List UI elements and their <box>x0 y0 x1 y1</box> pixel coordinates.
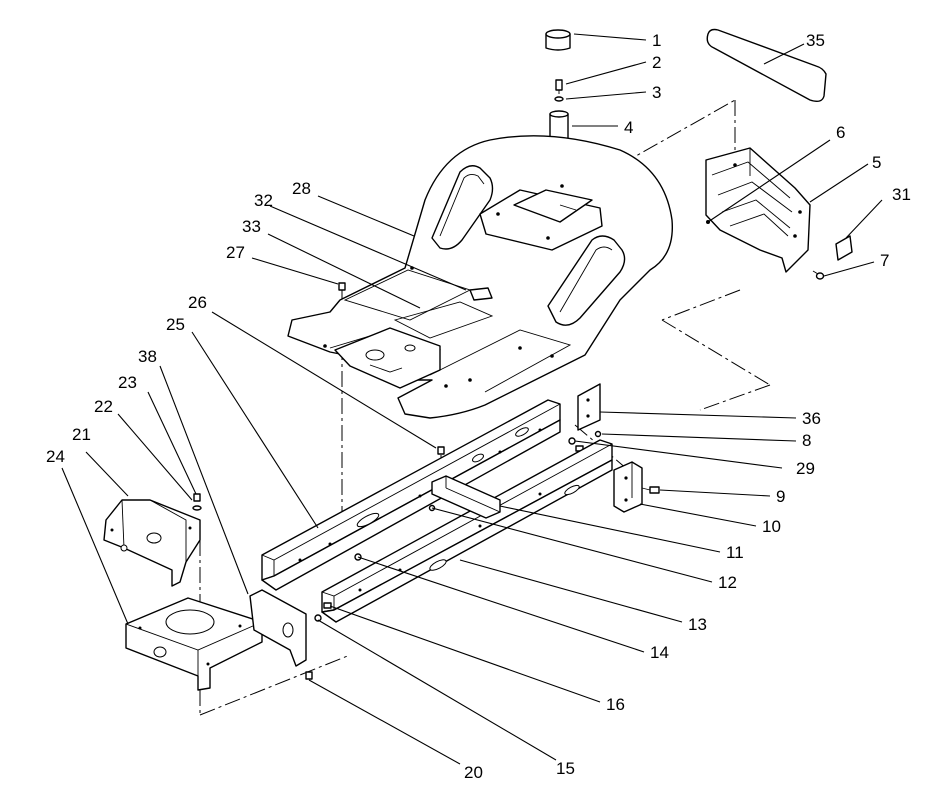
part-cross-member <box>431 475 501 519</box>
part-seat-bracket <box>705 147 811 273</box>
part-bracket-38 <box>249 589 307 667</box>
callout-32: 32 <box>254 191 273 210</box>
callout-15: 15 <box>556 759 575 778</box>
part-fasteners-lower <box>305 602 332 680</box>
leader-lines <box>61 33 883 765</box>
part-rear-cover <box>103 499 201 587</box>
part-screw-7 <box>812 270 825 280</box>
callout-1: 1 <box>652 31 661 50</box>
callout-27: 27 <box>226 243 245 262</box>
callout-6: 6 <box>836 123 845 142</box>
part-decal-strip <box>706 28 827 103</box>
callout-7: 7 <box>880 251 889 270</box>
part-spacer <box>549 110 569 141</box>
callout-25: 25 <box>166 315 185 334</box>
part-cap <box>545 29 571 51</box>
callout-21: 21 <box>72 425 91 444</box>
callout-24: 24 <box>46 447 65 466</box>
part-bolt-washer <box>554 79 564 102</box>
callout-10: 10 <box>762 517 781 536</box>
callout-33: 33 <box>242 217 261 236</box>
callout-11: 11 <box>726 543 744 562</box>
callout-28: 28 <box>292 179 311 198</box>
callout-14: 14 <box>650 643 669 662</box>
callout-31: 31 <box>892 185 911 204</box>
part-mount-bracket-10 <box>613 461 643 513</box>
callout-26: 26 <box>188 293 207 312</box>
part-fender-body <box>287 135 674 419</box>
callout-9: 9 <box>776 487 785 506</box>
callout-2: 2 <box>652 53 661 72</box>
callout-36: 36 <box>802 409 821 428</box>
callout-4: 4 <box>624 118 633 137</box>
callout-23: 23 <box>118 373 137 392</box>
part-bolt-9 <box>641 486 660 494</box>
callout-29: 29 <box>796 459 815 478</box>
callout-22: 22 <box>94 397 113 416</box>
callout-3: 3 <box>652 83 661 102</box>
callout-35: 35 <box>806 31 825 50</box>
callout-20: 20 <box>464 763 483 782</box>
part-bolt-22-23 <box>192 493 202 511</box>
part-decal-31 <box>835 235 853 261</box>
callout-38: 38 <box>138 347 157 366</box>
part-mount-plate <box>125 597 263 691</box>
callout-12: 12 <box>718 573 737 592</box>
callout-labels: 1 2 3 4 5 6 7 8 9 10 11 12 13 14 15 16 2… <box>46 31 911 782</box>
callout-5: 5 <box>872 153 881 172</box>
part-bracket-36 <box>577 383 601 431</box>
callout-16: 16 <box>606 695 625 714</box>
callout-8: 8 <box>802 431 811 450</box>
part-frame-rail-left <box>261 399 561 591</box>
callout-13: 13 <box>688 615 707 634</box>
